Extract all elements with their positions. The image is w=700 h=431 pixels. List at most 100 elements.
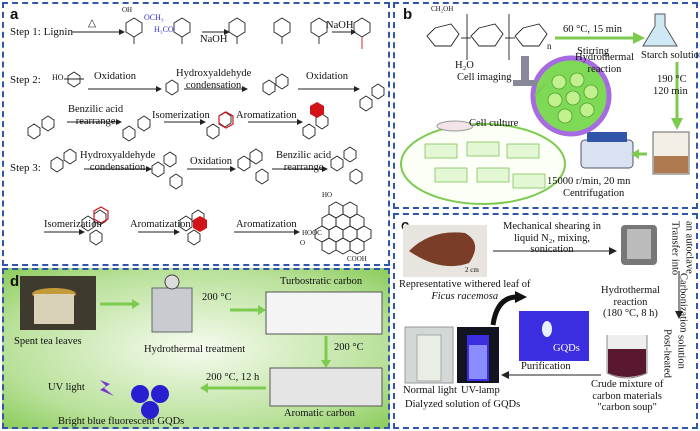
isomerization-2: Isomerization [44,219,102,230]
step2-ho: HO [52,73,64,82]
aromatization-2: Aromatization [130,219,191,230]
transfer-line2: an autoclave [683,221,695,274]
step3-label: Step 3: [10,162,41,174]
panel-d-graphics [20,274,383,419]
turbostratic-sheet [265,291,383,335]
step1-naoh-a: NaOH [200,34,228,45]
panel-c-graphics [403,225,683,384]
carbonization-text: Carbonization [677,273,689,333]
cell-imaging: Cell imaging [457,72,512,83]
starch-flask [642,13,678,47]
purification: Purification [521,361,571,372]
dialyzed: Dialyzed solution of GQDs [405,399,521,410]
step1-h3co: H₃CO [154,25,174,34]
aromatization-1: Aromatization [236,110,297,121]
hac1-line1: Hydroxyaldehyde [176,68,252,79]
label-cooh: COOH [347,255,367,263]
step1-och3: OCH₃ [144,13,164,22]
uv-lamp: UV-lamp [461,385,500,396]
centrifuge [580,139,634,169]
isomerization-1: Isomerization [152,110,210,121]
post-heated-line2: solution [675,335,687,369]
label-ho: HO [322,191,333,199]
panel-a: a [2,2,390,266]
hydro-c-line2: reaction [613,296,648,308]
h2o: H₂O [455,60,474,71]
temp3: 200 °C, 12 h [206,372,260,383]
hac1-line2: condensation [185,79,242,91]
hydrothermal-reaction: Hydrothermal reaction [575,52,634,75]
time-120: 120 min [653,86,688,97]
uv-lightning-icon [100,380,114,396]
step2-label: Step 2: [10,74,41,86]
centrifuge-conditions: 15000 r/min, 20 mn [547,176,631,187]
microscope [521,56,529,80]
transfer-text-2: an autoclave [683,221,695,274]
benzilic2-line1: Benzilic acid [276,150,332,161]
centrifugation: Centrifugation [563,188,625,199]
panel-b-graphics [400,13,690,205]
panel-b: b [393,2,700,209]
hydro-c-line1: Hydrothermal [601,285,660,296]
post-heated-b: solution [675,335,687,369]
hydroxyaldehyde-condensation-2: Hydroxyaldehyde condensation [80,150,155,173]
turbostratic: Turbostratic carbon [280,276,363,287]
cell-culture: Cell culture [469,118,519,129]
panel-c: c 2 cm Mechanical shearing in [393,213,698,429]
label-o: O [300,239,306,247]
leaf-caption: Representative withered leaf of Ficus ra… [399,279,530,302]
conditions-1: 60 °C, 15 min [563,24,623,35]
hydro-treatment: Hydrothermal treatment [144,344,246,355]
hydrothermal-line2: reaction [587,63,622,75]
temp-190: 190 °C [657,74,687,85]
scale-bar: 2 cm [465,266,479,274]
benzilic-rearrange-1: Benzilic acid rearrange [68,104,123,127]
starch-solution: Starch solution [641,50,700,61]
aromatic-sheet [269,367,383,407]
hydrothermal-line1: Hydrothermal [575,52,634,63]
transfer-line1: Transfer into [669,221,681,276]
oxidation-2: Oxidation [306,71,348,82]
stirring: Stirring [577,46,610,57]
graphene-product [314,201,372,255]
temp1: 200 °C [202,292,232,303]
step1-molecules [125,17,371,49]
step1-naoh-b: NaOH [326,20,354,31]
leaf-caption-line2: Ficus racemosa [431,290,499,302]
shearing-line2: liquid N₂, mixing, [513,232,590,244]
step1-triangle: △ [88,18,97,29]
post-heated-a: Post-heated [661,329,673,378]
panel-d: d Spent tea leaves Hydrothermal treatmen… [2,268,390,429]
transfer-text: Transfer into [669,221,681,275]
uv-light: UV light [48,382,85,393]
leaf-caption-line1: Representative withered leaf of [399,279,531,290]
step1-label: Step 1: Lignin [10,26,73,38]
shearing-line1: Mechanical shearing in [503,221,601,232]
spent-tea: Spent tea leaves [14,336,82,347]
normal-light: Normal light [403,385,457,396]
hac2-line2: condensation [89,161,146,173]
label-hooc: HOOC [302,229,322,237]
crude-mixture: Crude mixture of carbon materials "carbo… [591,379,663,414]
hydro-c-text: Hydrothermal reaction (180 °C, 8 h) [601,285,660,320]
oxidation-1: Oxidation [94,71,136,82]
crude-line3: "carbon soup" [597,402,657,414]
benzilic-rearrange-2: Benzilic acid rearrange [276,150,331,173]
crude-line2: carbon materials [592,390,662,402]
label-oh: OH [122,6,133,14]
shearing-line3: sonication [530,244,574,256]
panel-b-letter: b [403,6,413,23]
crude-line1: Crude mixture of [591,379,664,390]
aromatization-3: Aromatization [236,219,297,230]
panel-d-letter: d [10,273,20,290]
panel-a-letter: a [10,6,19,23]
hac2-line1: Hydroxyaldehyde [80,150,156,161]
reactor [151,287,193,333]
aromatic-carbon: Aromatic carbon [284,408,355,419]
shearing-text: Mechanical shearing in liquid N₂, mixing… [503,221,601,256]
panel-a-structures [27,17,385,255]
n-label: n [547,41,552,51]
post-heated-line1: Post-heated [661,329,673,378]
benzilic1-line1: Benzilic acid [68,104,124,115]
bright-blue: Bright blue fluorescent GQDs [58,416,185,427]
